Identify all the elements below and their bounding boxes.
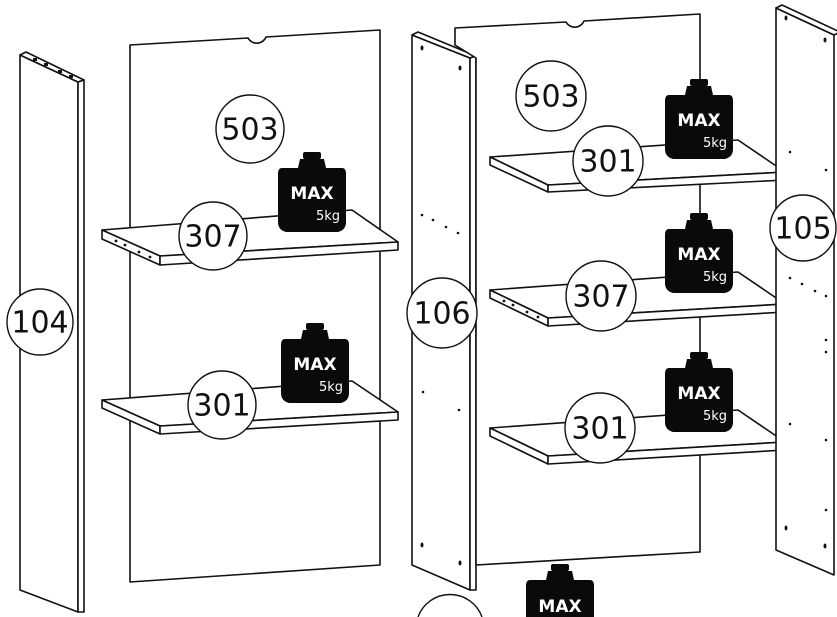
bubble-307-left: 307 xyxy=(178,201,248,271)
weight-load-label: 5kg xyxy=(703,136,727,151)
weight-load-label: 5kg xyxy=(316,209,340,224)
weight-max-label: MAX xyxy=(293,355,336,375)
weight-max-label: MAX xyxy=(677,111,720,131)
bubble-307-right: 307 xyxy=(565,260,637,332)
part-label-301-left: 301 xyxy=(193,389,250,424)
bubble-301-left: 301 xyxy=(187,370,257,440)
bubble-104: 104 xyxy=(6,288,74,356)
part-label-307-left: 307 xyxy=(184,220,241,255)
bubble-503-right: 503 xyxy=(515,60,587,132)
bubble-105: 105 xyxy=(769,194,837,262)
weight-icon-right-top: MAX 5kg xyxy=(665,79,733,159)
weight-icon-bottom: MAX xyxy=(526,564,594,617)
weight-icon-left-upper: MAX 5kg xyxy=(278,152,346,232)
bubble-301-right-bottom: 301 xyxy=(564,392,636,464)
bubble-503-left: 503 xyxy=(215,94,285,164)
weight-icon-right-middle: MAX 5kg xyxy=(665,213,733,293)
bubble-partial xyxy=(417,593,483,617)
part-label-301-right-top: 301 xyxy=(579,145,636,180)
part-label-105: 105 xyxy=(774,212,831,247)
weight-max-label: MAX xyxy=(290,184,333,204)
part-label-104: 104 xyxy=(11,306,68,341)
part-label-307-right: 307 xyxy=(572,280,629,315)
weight-max-label: MAX xyxy=(538,597,581,617)
weight-load-label: 5kg xyxy=(703,409,727,424)
part-label-503-left: 503 xyxy=(221,113,278,148)
weight-max-label: MAX xyxy=(677,384,720,404)
weight-icon-left-lower: MAX 5kg xyxy=(281,323,349,403)
side-panel-105 xyxy=(775,4,837,576)
bubble-106: 106 xyxy=(406,277,478,349)
weight-load-label: 5kg xyxy=(319,380,343,395)
bubble-301-right-top: 301 xyxy=(572,125,644,197)
part-label-503-right: 503 xyxy=(522,80,579,115)
part-label-106: 106 xyxy=(413,297,470,332)
weight-load-label: 5kg xyxy=(703,270,727,285)
part-label-301-right-bottom: 301 xyxy=(571,412,628,447)
weight-icon-right-bottom: MAX 5kg xyxy=(665,352,733,432)
weight-max-label: MAX xyxy=(677,245,720,265)
